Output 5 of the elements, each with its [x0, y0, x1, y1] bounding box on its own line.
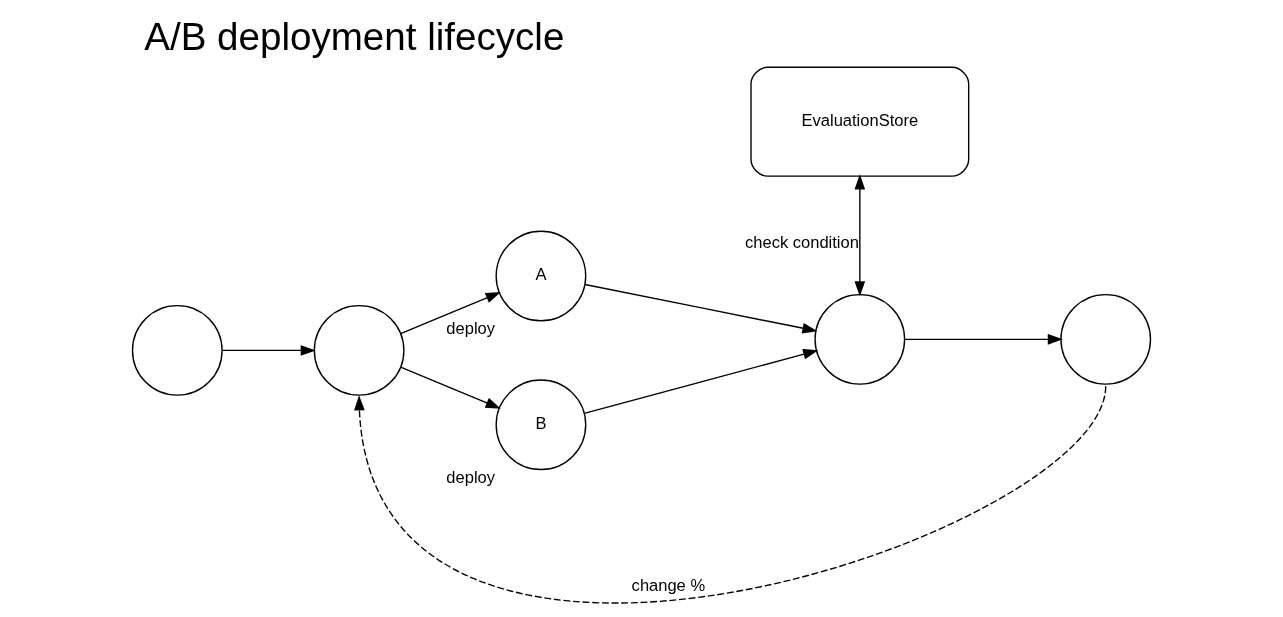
node-label: deploy: [446, 467, 496, 487]
node-label: deploy: [446, 318, 496, 338]
edge-label: check condition: [745, 232, 859, 252]
edge-label: change %: [631, 575, 706, 595]
diagram-title: A/B deployment lifecycle: [144, 14, 565, 58]
